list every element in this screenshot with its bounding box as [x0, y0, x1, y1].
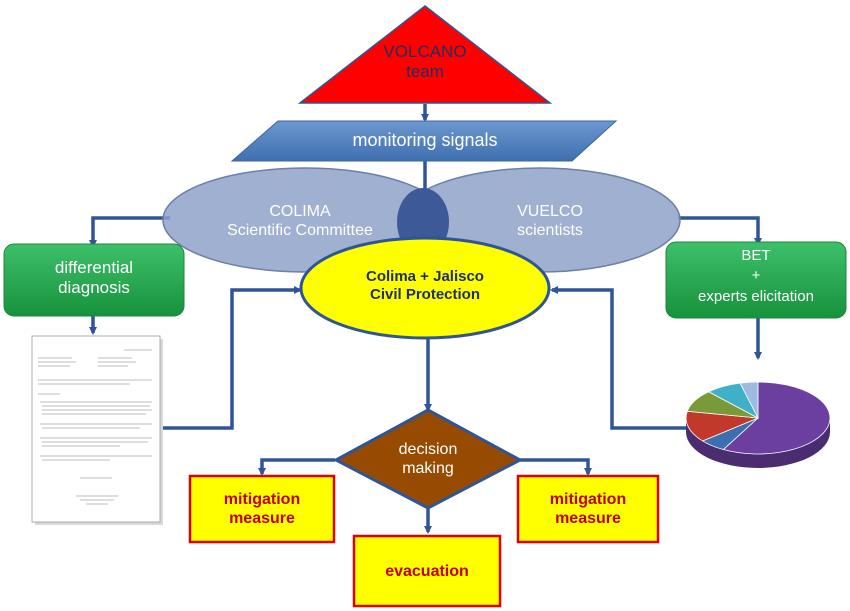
decision-making-diamond [332, 408, 524, 510]
arrow-decision-to-mitigation-right [520, 458, 592, 476]
evacuation-box [352, 534, 502, 608]
pie-side [686, 418, 830, 468]
pie-slice [722, 381, 831, 455]
civil-protection-label: Colima + Jalisco Civil Protection [366, 268, 484, 303]
volcano-team-triangle [297, 5, 553, 104]
differential-diagnosis-box [3, 243, 185, 317]
pie-slice [685, 410, 759, 442]
mitigation-right-label: mitigation measure [549, 491, 627, 528]
line-vuelco-to-bet [678, 216, 762, 246]
pie-chart [685, 381, 831, 468]
mitigation-right-box [516, 474, 660, 544]
colima-committee-label: COLIMA Scientific Committee [227, 203, 373, 240]
feedback-pie-to-civil [550, 286, 688, 430]
feedback-document-to-civil [160, 286, 302, 430]
line-committee-to-diagnosis [89, 216, 170, 248]
evacuation-label: evacuation [385, 563, 469, 580]
connectors [89, 104, 762, 534]
monitoring-signals-shape [230, 120, 618, 162]
pie-slice [739, 381, 759, 419]
vuelco-scientists-label: VUELCO scientists [517, 203, 583, 240]
arrow-decision-to-mitigation-left [258, 458, 335, 476]
volcano-team-label: VOLCANO team [383, 42, 467, 82]
document-sheet [31, 335, 163, 525]
differential-diagnosis-label: differential diagnosis [54, 258, 134, 298]
bet-experts-label: BET + experts elicitation [698, 247, 814, 305]
mitigation-left-box [188, 474, 336, 544]
monitoring-signals-label: monitoring signals [352, 130, 498, 150]
civil-protection-ellipse [299, 236, 551, 340]
bet-experts-box [665, 241, 847, 319]
mitigation-left-label: mitigation measure [223, 491, 301, 528]
decision-making-label: decision making [398, 441, 458, 478]
